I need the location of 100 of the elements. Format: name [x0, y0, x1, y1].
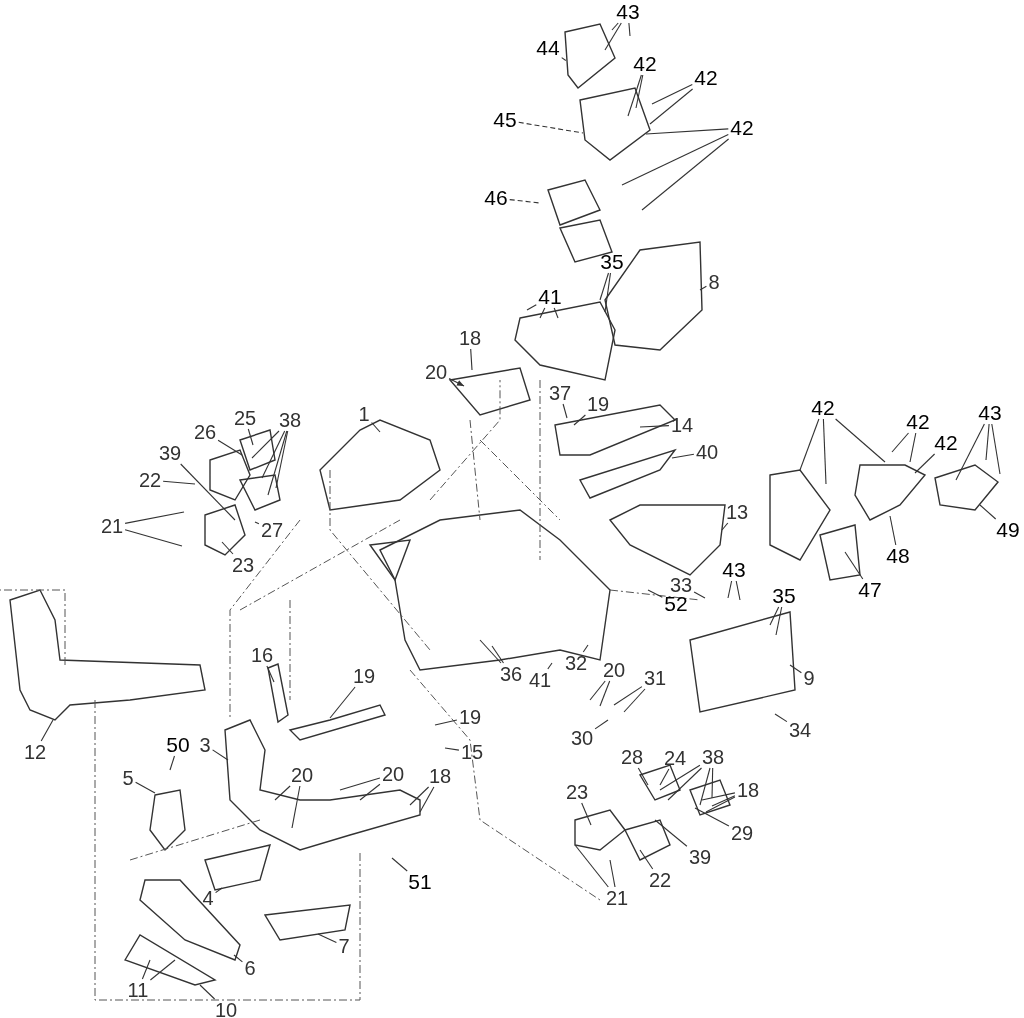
callout-number: 3	[198, 735, 212, 755]
leader-line	[667, 767, 703, 801]
callout-number: 43	[615, 2, 641, 22]
callout-number: 22	[137, 470, 163, 490]
leader-line	[169, 755, 176, 771]
callout-number: 39	[157, 443, 183, 463]
callout-number: 20	[423, 362, 449, 382]
leader-line	[889, 515, 897, 546]
callout-number: 20	[289, 765, 315, 785]
leader-line	[329, 686, 356, 719]
leader-line	[251, 430, 280, 459]
leader-line	[641, 138, 730, 211]
callout-number: 45	[492, 110, 518, 130]
leader-line	[628, 22, 631, 37]
leader-line	[199, 984, 216, 1000]
callout-number: 18	[427, 766, 453, 786]
leader-line	[604, 272, 612, 313]
leader-line	[635, 74, 644, 109]
leader-line	[914, 453, 936, 474]
leader-line	[654, 819, 688, 847]
callout-number: 8	[707, 272, 721, 292]
leader-line	[247, 428, 254, 446]
callout-number: 20	[380, 764, 406, 784]
callout-number: 36	[498, 664, 524, 684]
callout-number: 9	[802, 668, 816, 688]
leader-line	[574, 844, 609, 888]
leader-line	[217, 439, 243, 456]
leader-line	[162, 480, 196, 485]
callout-number: 42	[933, 433, 959, 453]
leader-line	[359, 783, 381, 801]
leader-line	[444, 747, 460, 751]
callout-number: 42	[632, 54, 658, 74]
callout-number: 21	[99, 516, 125, 536]
leader-line	[711, 795, 736, 807]
leader-line	[212, 749, 229, 761]
leader-line	[659, 768, 670, 786]
leader-line	[985, 423, 990, 461]
leader-line	[149, 959, 176, 981]
callout-number: 12	[22, 742, 48, 762]
leader-line	[479, 639, 502, 664]
leader-line	[613, 686, 643, 706]
leader-line	[727, 580, 733, 599]
leader-line	[711, 767, 714, 799]
callout-number: 4	[201, 888, 215, 908]
callout-number: 35	[599, 252, 625, 272]
callout-number: 14	[669, 415, 695, 435]
leader-line	[491, 645, 505, 664]
callout-number: 7	[337, 936, 351, 956]
callout-number: 42	[729, 118, 755, 138]
leader-line	[891, 432, 910, 453]
callout-number: 51	[407, 872, 433, 892]
callout-number: 23	[564, 782, 590, 802]
leader-line	[233, 954, 243, 963]
leader-line	[526, 304, 537, 311]
leader-line	[693, 591, 706, 599]
leader-line	[434, 719, 458, 726]
callout-number: 33	[668, 575, 694, 595]
callout-number: 42	[810, 398, 836, 418]
leader-line	[562, 403, 568, 419]
leader-line	[789, 664, 802, 674]
leader-line	[649, 88, 694, 125]
leader-line	[124, 511, 185, 524]
leader-line	[979, 504, 997, 520]
callout-number: 19	[457, 707, 483, 727]
callout-number: 19	[351, 666, 377, 686]
leader-line	[671, 453, 695, 459]
leader-line	[991, 423, 1001, 475]
leader-line	[637, 767, 649, 786]
leader-line	[611, 22, 619, 31]
callout-number: 52	[663, 594, 689, 614]
leader-line	[799, 418, 820, 471]
leader-line	[699, 285, 707, 291]
callout-number: 35	[771, 586, 797, 606]
callout-number: 41	[537, 287, 563, 307]
callout-number: 40	[694, 442, 720, 462]
leader-line	[509, 199, 541, 204]
callout-number: 10	[213, 1000, 239, 1018]
leader-line	[266, 665, 275, 683]
callout-number: 44	[535, 38, 561, 58]
leader-line	[955, 423, 985, 481]
leader-line	[594, 719, 609, 730]
leader-line	[589, 680, 606, 701]
leader-line	[267, 430, 288, 496]
callout-number: 50	[165, 735, 191, 755]
callout-number: 37	[547, 383, 573, 403]
callout-number: 5	[121, 768, 135, 788]
leader-line	[909, 432, 917, 463]
callout-number: 24	[662, 748, 688, 768]
leader-line	[705, 796, 736, 813]
leader-line	[694, 807, 730, 827]
leader-line	[822, 418, 827, 485]
callout-number: 28	[619, 747, 645, 767]
leader-line	[448, 378, 465, 387]
callout-number: 42	[693, 68, 719, 88]
callout-number: 48	[885, 546, 911, 566]
leader-line	[254, 521, 260, 525]
callout-number: 18	[457, 328, 483, 348]
leader-line	[645, 128, 729, 135]
leader-line	[275, 430, 289, 489]
callout-number: 25	[232, 408, 258, 428]
